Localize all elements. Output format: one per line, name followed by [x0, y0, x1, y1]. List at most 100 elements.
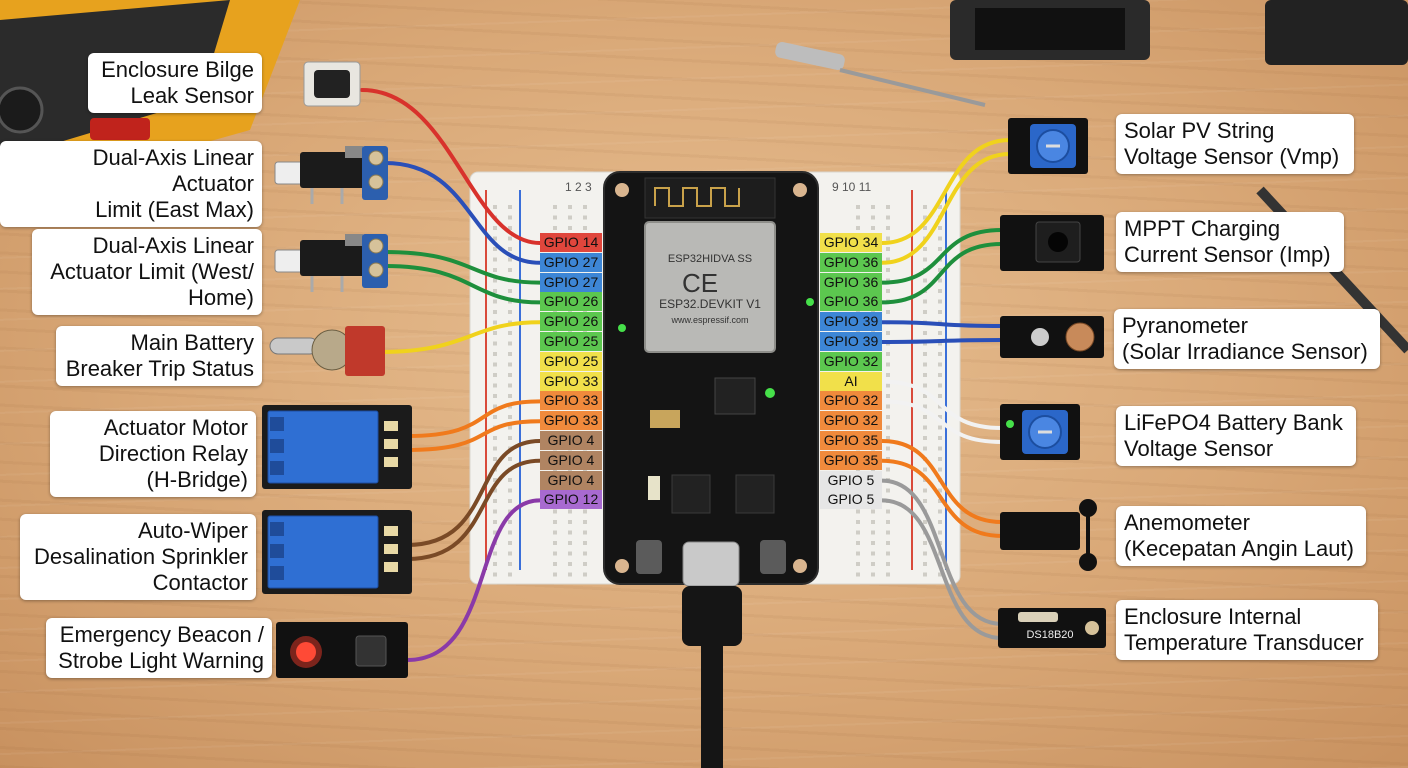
en-button: [760, 540, 786, 574]
anemometer-module: [1000, 499, 1097, 571]
right-pin-label: GPIO 5: [820, 470, 882, 490]
micro-usb-port: [682, 541, 740, 587]
left-pin-label: GPIO 26: [540, 312, 602, 332]
wire: [405, 498, 542, 662]
relay-module: [262, 510, 412, 594]
callout-line: Voltage Sensor: [1124, 435, 1274, 461]
callout-actuator-motor-relay: Actuator Motor Direction Relay (H-Bridge…: [50, 411, 256, 497]
callout-pyranometer: Pyranometer (Solar Irradiance Sensor): [1114, 309, 1380, 369]
limit-switch: [274, 146, 388, 204]
callout-line: Desalination Sprinkler: [34, 543, 248, 569]
callout-line: (Solar Irradiance Sensor): [1122, 338, 1368, 364]
temp-probe-label: DS18B20: [1026, 629, 1073, 641]
pushbutton: [303, 61, 361, 107]
wire: [880, 338, 1004, 344]
left-pin-label: GPIO 25: [540, 332, 602, 351]
callout-line: Emergency Beacon /: [59, 622, 264, 647]
wire: [405, 439, 542, 547]
wire: [378, 320, 542, 354]
callout-line: Breaker Trip Status: [65, 355, 254, 381]
wire: [383, 264, 542, 305]
potentiometer-module: [1008, 118, 1088, 174]
right-pin-label: AI: [820, 371, 882, 391]
callout-line: Actuator Limit (West/: [50, 258, 254, 284]
right-pin-label: GPIO 36: [820, 272, 882, 292]
esp32-devkit-board: ESP32HIDVA SS CE ESP32.DEVKIT V1 www.esp…: [603, 171, 819, 587]
wire: [405, 419, 542, 452]
callout-line: Main Battery: [130, 330, 255, 355]
callout-line: Actuator Motor: [103, 415, 248, 440]
callout-bilge-leak-sensor: Enclosure Bilge Leak Sensor: [88, 53, 262, 113]
left-pin-label: GPIO 27: [540, 272, 602, 292]
wire: [880, 458, 1004, 538]
left-pin-label: GPIO 4: [540, 470, 602, 490]
callout-line: (H-Bridge): [146, 466, 248, 492]
callout-lifepo4-voltage: LiFePO4 Battery Bank Voltage Sensor: [1116, 406, 1356, 466]
callout-line: Home): [187, 284, 254, 310]
current-sensor-module: [1000, 215, 1104, 271]
callout-line: Dual-Axis Linear Actuator: [92, 145, 254, 196]
right-pin-label: GPIO 39: [820, 312, 882, 332]
right-pin-label: GPIO 5: [820, 490, 882, 510]
left-pin-label: GPIO 26: [540, 292, 602, 312]
callout-actuator-limit-east: Dual-Axis Linear Actuator Limit (East Ma…: [0, 141, 262, 227]
callout-line: Enclosure Internal: [1124, 604, 1302, 629]
callout-wiper-sprinkler-contactor: Auto-Wiper Desalination Sprinkler Contac…: [20, 514, 256, 600]
callout-line: MPPT Charging: [1124, 216, 1281, 241]
wire: [383, 250, 542, 285]
wire: [880, 320, 1004, 328]
chip-marking-line: ESP32HIDVA SS: [668, 253, 752, 265]
wire: [880, 152, 1012, 265]
left-pin-label: GPIO 27: [540, 252, 602, 272]
ldr-module: [1000, 316, 1104, 358]
left-pin-label: GPIO 14: [540, 233, 602, 252]
chip-url-label: www.espressif.com: [670, 315, 748, 325]
right-pin-label: GPIO 35: [820, 431, 882, 450]
wire: [880, 242, 1004, 305]
right-pin-label: GPIO 35: [820, 450, 882, 470]
callout-line: Dual-Axis Linear: [92, 233, 254, 258]
breadboard-column-numbers-right: 9 10 11: [832, 180, 871, 194]
callout-mppt-current: MPPT Charging Current Sensor (Imp): [1116, 212, 1344, 272]
callout-line: LiFePO4 Battery Bank: [1124, 410, 1343, 435]
callout-line: Contactor: [152, 569, 248, 595]
left-pin-label: GPIO 33: [540, 371, 602, 391]
right-pin-label: GPIO 32: [820, 351, 882, 371]
callout-line: Temperature Transducer: [1124, 629, 1364, 655]
wire: [880, 439, 1004, 524]
wire: [405, 399, 542, 438]
callout-line: Limit (East Max): [95, 196, 254, 222]
right-pin-label: GPIO 36: [820, 292, 882, 312]
usb-cable: [682, 586, 742, 768]
wire: [880, 138, 1012, 245]
left-pin-label: GPIO 4: [540, 431, 602, 450]
toggle-switch: [269, 326, 385, 376]
callout-line: Auto-Wiper: [137, 518, 248, 543]
callout-line: (Kecepatan Angin Laut): [1124, 535, 1354, 561]
chip-model-label: ESP32.DEVKIT V1: [659, 297, 761, 311]
wire: [880, 498, 1004, 640]
right-pin-label: GPIO 39: [820, 332, 882, 351]
wire: [880, 228, 1004, 285]
callout-line: Anemometer: [1124, 510, 1250, 535]
callout-solar-pv-voltage: Solar PV String Voltage Sensor (Vmp): [1116, 114, 1354, 174]
temperature-probe-module: DS18B20: [998, 608, 1106, 648]
ce-mark: CE: [682, 268, 718, 298]
wire: [383, 161, 542, 265]
callout-temperature-transducer: Enclosure Internal Temperature Transduce…: [1116, 600, 1378, 660]
relay-module: [262, 405, 412, 489]
callout-line: Solar PV String: [1124, 118, 1275, 143]
callout-line: Leak Sensor: [130, 82, 254, 108]
right-pin-label: GPIO 34: [820, 233, 882, 252]
potentiometer-module: [1000, 404, 1080, 460]
callout-line: Pyranometer: [1122, 313, 1248, 338]
wire: [405, 458, 542, 561]
wire: [360, 88, 542, 245]
wire: [880, 379, 1004, 430]
right-pin-label: GPIO 32: [820, 391, 882, 411]
wire: [880, 399, 1004, 444]
callout-line: Enclosure Bilge: [101, 57, 254, 82]
callout-line: Strobe Light Warning: [58, 647, 264, 673]
wire: [880, 478, 1004, 626]
led-module: [276, 622, 408, 678]
